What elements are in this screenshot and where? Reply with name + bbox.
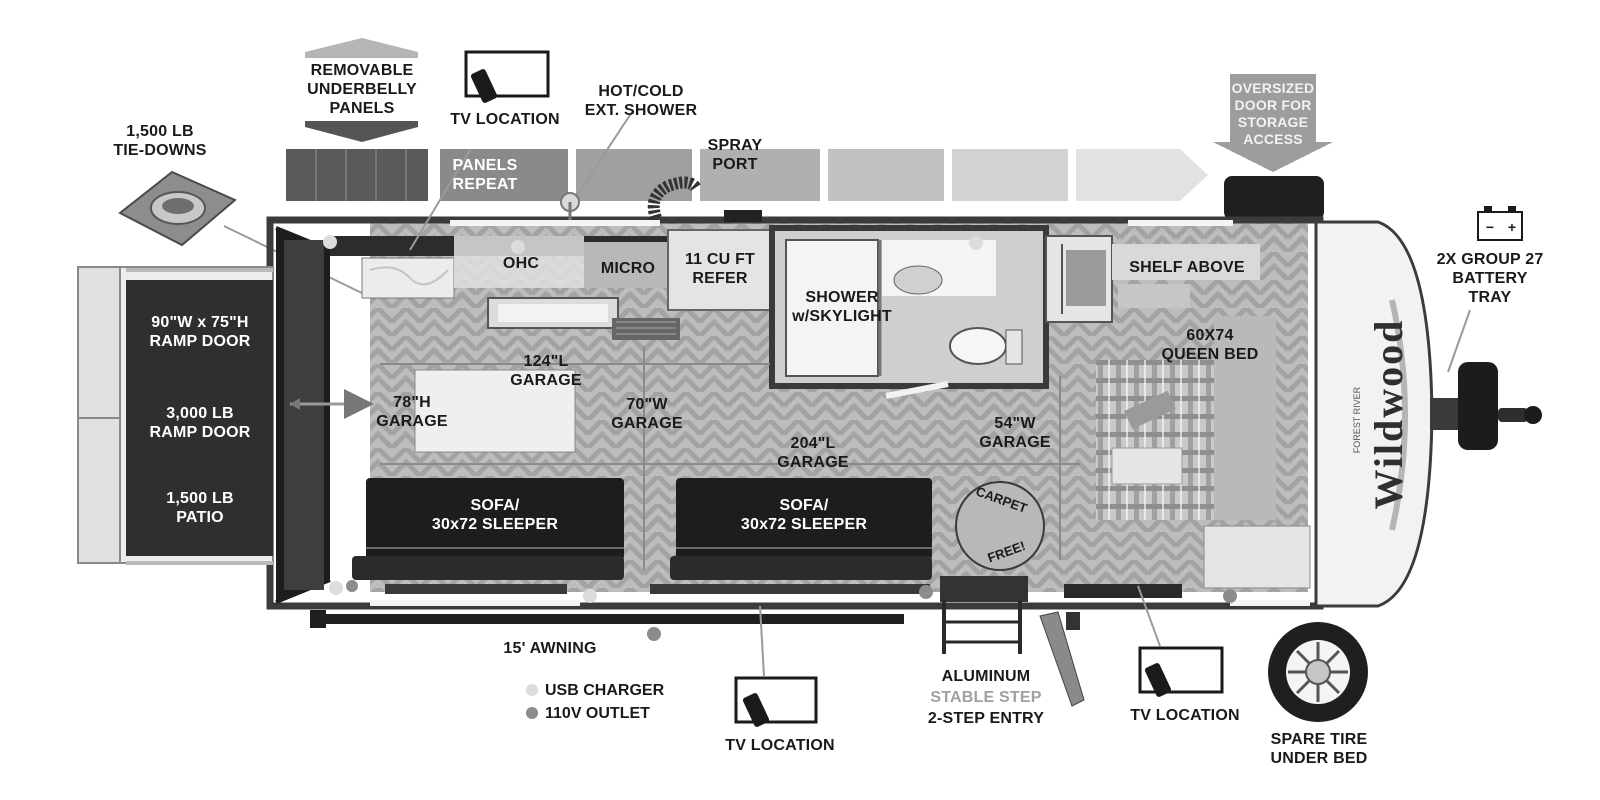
hot-cold-shower-label: HOT/COLD EXT. SHOWER — [584, 83, 698, 119]
battery-icon — [1477, 206, 1523, 241]
battery-plus: + — [1508, 219, 1516, 235]
ramp-door-size-label: 90"W x 75"H RAMP DOOR — [149, 314, 251, 350]
queen-bed-label: 60X74 QUEEN BED — [1161, 327, 1259, 363]
legend-usb: USB CHARGER — [526, 682, 664, 700]
awning-label: 15' AWNING — [503, 640, 597, 657]
ramp-door-weight-label: 3,000 LB RAMP DOOR — [149, 405, 251, 441]
removable-panels-arrow — [305, 38, 418, 142]
tv-icon-right — [1137, 585, 1224, 697]
garage-204-label: 204"L GARAGE — [777, 435, 849, 471]
oversized-door-arrow — [1213, 74, 1333, 172]
dimension-lines — [380, 346, 1080, 570]
garage-54-label: 54"W GARAGE — [979, 415, 1051, 451]
tv-location-bottom-label: TV LOCATION — [725, 737, 835, 754]
spare-tire-icon — [1268, 622, 1368, 722]
ohc-label: OHC — [502, 255, 540, 272]
lower-wall-details — [310, 576, 1182, 628]
tie-down-icon — [118, 170, 371, 298]
tv-location-right-label: TV LOCATION — [1130, 707, 1240, 724]
tie-downs-label: 1,500 LB TIE-DOWNS — [113, 123, 207, 159]
exterior-shower — [560, 111, 762, 222]
shower-label: SHOWER w/SKYLIGHT — [792, 289, 892, 325]
sofa-right — [670, 478, 932, 580]
spare-tire-label: SPARE TIRE UNDER BED — [1270, 731, 1368, 767]
brand-sub: FOREST RIVER — [1352, 386, 1362, 453]
aluminum-step-label: ALUMINUM — [941, 668, 1031, 685]
panels-repeat-label: PANELS REPEAT — [452, 157, 518, 193]
garage-78-label: 78"H GARAGE — [376, 394, 448, 430]
legend-usb-label: USB CHARGER — [545, 682, 665, 699]
two-step-entry-label: 2-STEP ENTRY — [927, 710, 1045, 727]
garage-124-label: 124"L GARAGE — [510, 353, 582, 389]
storage-door — [1224, 176, 1324, 220]
legend-outlet-label: 110V OUTLET — [545, 705, 650, 722]
stable-step-label: STABLE STEP — [930, 689, 1042, 706]
usb-dot-icon — [526, 684, 538, 696]
outlet-dots — [323, 235, 1237, 641]
bedroom — [1045, 235, 1311, 589]
brand-logo: Wildwood — [1366, 319, 1411, 510]
garage-table — [414, 369, 576, 453]
legend-outlet: 110V OUTLET — [526, 705, 650, 723]
tv-location-top-label: TV LOCATION — [450, 111, 560, 128]
underbelly-panels — [286, 149, 1208, 201]
hitch-jack — [1430, 309, 1542, 450]
removable-panels-label: REMOVABLE UNDERBELLY PANELS — [307, 62, 417, 117]
ramp-door — [77, 266, 274, 565]
refer-label: 11 CU FT REFER — [684, 251, 756, 287]
spray-port-label: SPRAY PORT — [707, 137, 763, 173]
kitchen — [330, 229, 771, 340]
tv-icon-top — [409, 50, 550, 251]
micro-label: MICRO — [600, 260, 656, 277]
carpet-free-badge — [955, 481, 1045, 571]
patio-label: 1,500 LB PATIO — [166, 490, 234, 526]
sofa-left-label: SOFA/ 30x72 SLEEPER — [431, 497, 559, 533]
oversized-door-label: OVERSIZED DOOR FOR STORAGE ACCESS — [1231, 80, 1315, 147]
shelf-above-label: SHELF ABOVE — [1129, 259, 1245, 276]
tv-icon-bottom — [734, 605, 818, 727]
battery-minus: − — [1486, 219, 1494, 235]
aluminum-step — [942, 600, 1085, 707]
sofa-left — [352, 478, 624, 580]
outlet-dot-icon — [526, 707, 538, 719]
rear-opening — [275, 226, 374, 604]
battery-tray-label: 2X GROUP 27 BATTERY TRAY — [1436, 251, 1544, 306]
sofa-right-label: SOFA/ 30x72 SLEEPER — [740, 497, 868, 533]
garage-70-label: 70"W GARAGE — [611, 396, 683, 432]
